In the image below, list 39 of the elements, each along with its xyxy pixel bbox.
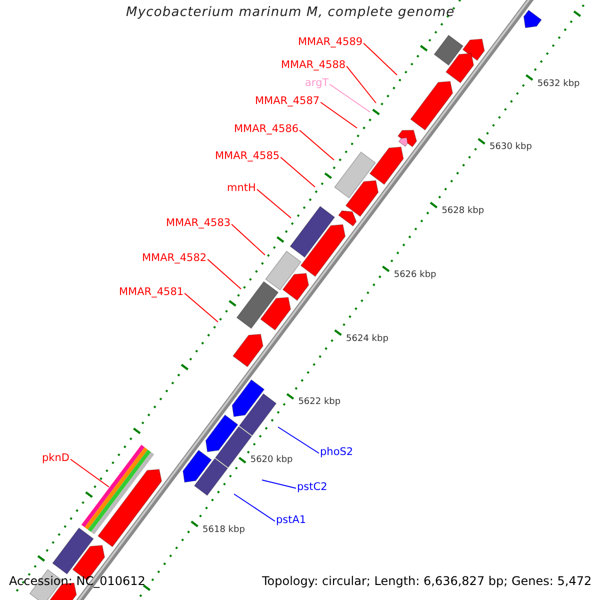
genome-info-text: Topology: circular; Length: 6,636,827 bp; Genes: 5,472	[262, 575, 592, 589]
gene-label: mntH	[227, 182, 256, 194]
gene-label: pknD	[42, 452, 70, 464]
leader-line	[320, 102, 358, 128]
leader-line	[262, 480, 296, 489]
tick-label: 5624 kbp	[346, 334, 388, 344]
leader-line	[280, 156, 316, 188]
tick-label: 5622 kbp	[298, 397, 341, 408]
leader-line	[231, 224, 266, 256]
leader-line	[184, 292, 218, 322]
tick-label: 5632 kbp	[537, 78, 580, 89]
tick-label: 5626 kbp	[394, 270, 436, 280]
gene-label: MMAR_4585	[215, 150, 280, 162]
leader-line	[346, 66, 376, 104]
gene-label: MMAR_4588	[281, 59, 346, 72]
gene-label: MMAR_4583	[166, 217, 231, 230]
leader-line	[299, 130, 334, 160]
gene-label: MMAR_4587	[255, 95, 320, 108]
tick-label: 5618 kbp	[202, 524, 245, 536]
leader-line	[329, 84, 370, 112]
tick-label: 5620 kbp	[250, 455, 293, 466]
leader-line	[70, 458, 110, 488]
leader-line	[256, 188, 292, 218]
gene-label: pstC2	[297, 481, 328, 494]
accession-text: Accession: NC_010612	[9, 575, 146, 589]
gene-label: pstA1	[276, 514, 306, 526]
tick-label: 5628 kbp	[442, 206, 484, 216]
gene-label: argT	[305, 77, 329, 90]
gene-label: MMAR_4586	[234, 123, 299, 136]
leader-line	[234, 494, 276, 522]
tick-label: 5630 kbp	[490, 142, 532, 153]
gene-label: phoS2	[320, 446, 354, 458]
gene-label: MMAR_4589	[298, 36, 363, 48]
gene-label: MMAR_4581	[119, 286, 184, 298]
gene-label: MMAR_4582	[142, 252, 207, 264]
leader-line	[207, 258, 242, 290]
map-title: Mycobacterium marinum M, complete genome	[126, 6, 455, 21]
leader-line	[363, 42, 398, 76]
leader-line	[278, 426, 320, 454]
